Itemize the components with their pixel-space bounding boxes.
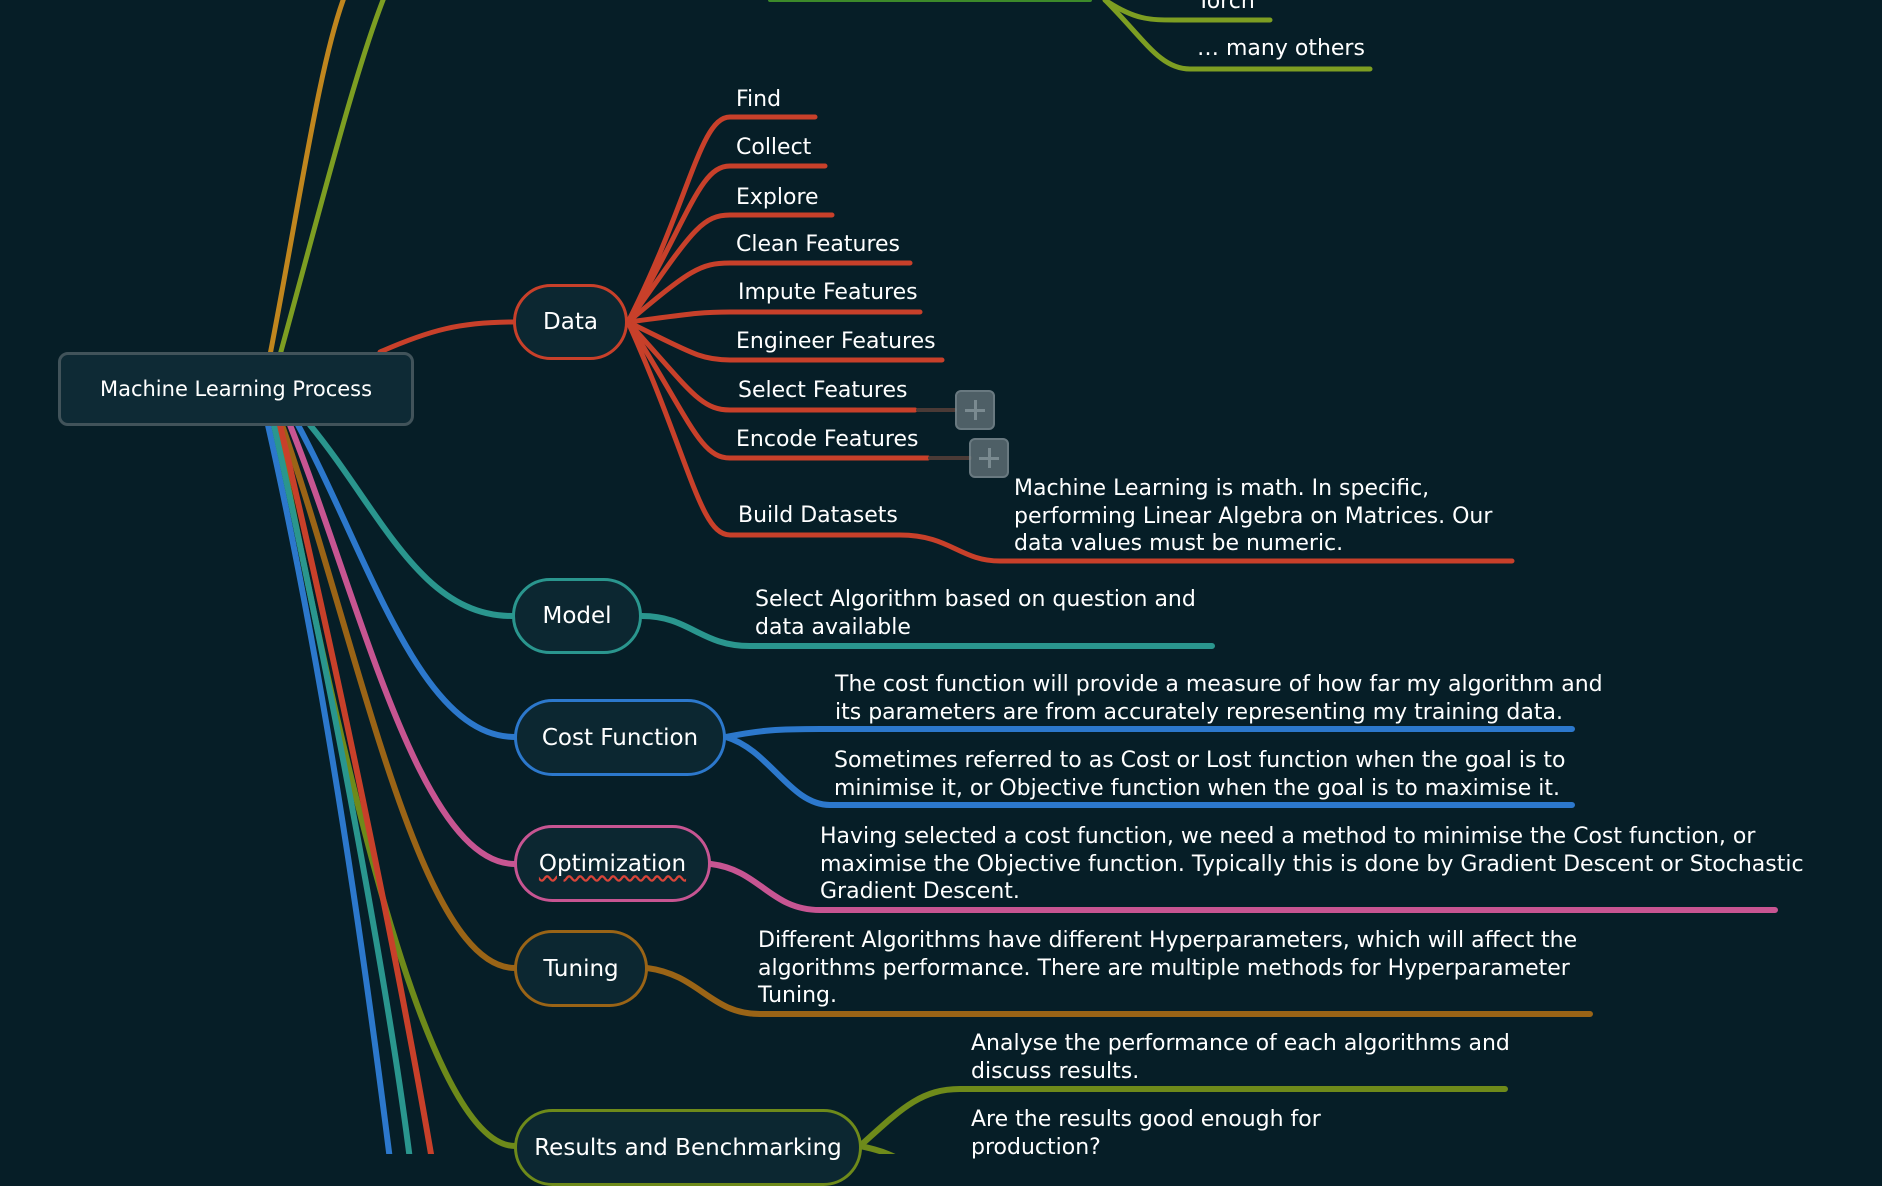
leaf-select-features[interactable]: Select Features bbox=[738, 378, 908, 403]
connector-cost-note2 bbox=[723, 734, 1575, 808]
leaf-encode-features[interactable]: Encode Features bbox=[736, 427, 919, 452]
leaf-collect[interactable]: Collect bbox=[736, 135, 812, 160]
connector-down-teal bbox=[271, 422, 413, 1154]
connector-data bbox=[377, 319, 518, 355]
note-results-analyse[interactable]: Analyse the performance of each algorith… bbox=[971, 1031, 1510, 1084]
root-label: Machine Learning Process bbox=[99, 377, 373, 401]
note-data-numeric[interactable]: Machine Learning is math. In specific, p… bbox=[1014, 476, 1493, 556]
connector-impute bbox=[625, 309, 923, 325]
leaf-find[interactable]: Find bbox=[736, 87, 782, 112]
connector-model-note bbox=[639, 613, 1215, 649]
leaf-clean-features[interactable]: Clean Features bbox=[736, 232, 901, 257]
branch-data[interactable]: Data bbox=[513, 284, 628, 360]
connector-many-others bbox=[1102, 0, 1373, 72]
leaf-engineer-features[interactable]: Engineer Features bbox=[736, 329, 936, 354]
branch-cost-function-label: Cost Function bbox=[541, 724, 699, 751]
connector-results-note1 bbox=[857, 1086, 1508, 1149]
leaf-impute-features[interactable]: Impute Features bbox=[738, 280, 918, 305]
root-node[interactable]: Machine Learning Process bbox=[58, 352, 414, 426]
leaf-explore[interactable]: Explore bbox=[736, 185, 819, 210]
expand-encode-features-button[interactable] bbox=[969, 438, 1009, 478]
branch-results-label: Results and Benchmarking bbox=[534, 1134, 842, 1161]
branch-cost-function[interactable]: Cost Function bbox=[514, 699, 726, 776]
connector-engineer bbox=[625, 319, 945, 363]
mind-map-connectors bbox=[265, 0, 1778, 1154]
leaf-torch[interactable]: Torch bbox=[1197, 0, 1255, 14]
branch-model[interactable]: Model bbox=[512, 578, 642, 654]
connector-results-note2 bbox=[857, 1143, 896, 1154]
note-optimization[interactable]: Having selected a cost function, we need… bbox=[820, 824, 1804, 904]
note-model[interactable]: Select Algorithm based on question and d… bbox=[755, 587, 1196, 640]
connector-top-orange bbox=[267, 0, 346, 358]
connector-explore bbox=[625, 212, 835, 325]
connector-optimization-note bbox=[708, 861, 1778, 913]
branch-optimization[interactable]: Optimization bbox=[514, 825, 711, 902]
leaf-build-datasets[interactable]: Build Datasets bbox=[738, 503, 898, 528]
connector-clean bbox=[625, 260, 913, 325]
connector-down-blue bbox=[265, 422, 393, 1154]
note-cost-function-measure[interactable]: The cost function will provide a measure… bbox=[835, 672, 1603, 725]
expand-select-features-button[interactable] bbox=[955, 390, 995, 430]
connector-model bbox=[307, 422, 515, 619]
connector-cost-note1 bbox=[723, 726, 1575, 740]
branch-results-benchmarking[interactable]: Results and Benchmarking bbox=[514, 1109, 862, 1186]
connector-tuning bbox=[279, 422, 518, 971]
connector-torch bbox=[1102, 0, 1273, 23]
connector-down-red bbox=[277, 422, 435, 1154]
connector-tuning-note bbox=[644, 965, 1593, 1017]
connector-build bbox=[625, 319, 1515, 564]
leaf-many-others[interactable]: … many others bbox=[1197, 36, 1365, 61]
branch-model-label: Model bbox=[542, 603, 612, 629]
connector-top-green bbox=[277, 0, 386, 358]
note-tuning[interactable]: Different Algorithms have different Hype… bbox=[758, 928, 1578, 1008]
connector-collect bbox=[625, 163, 828, 325]
connector-encode bbox=[625, 319, 931, 461]
branch-tuning-label: Tuning bbox=[543, 955, 619, 982]
branch-tuning[interactable]: Tuning bbox=[514, 930, 648, 1007]
branch-optimization-label: Optimization bbox=[538, 850, 687, 877]
connector-cost bbox=[295, 422, 518, 740]
note-cost-function-naming[interactable]: Sometimes referred to as Cost or Lost fu… bbox=[834, 748, 1566, 801]
note-results-production[interactable]: Are the results good enough for producti… bbox=[971, 1107, 1321, 1160]
connector-optimization bbox=[287, 422, 518, 867]
connector-select bbox=[625, 319, 918, 413]
branch-data-label: Data bbox=[543, 309, 598, 335]
connector-find bbox=[625, 114, 818, 325]
